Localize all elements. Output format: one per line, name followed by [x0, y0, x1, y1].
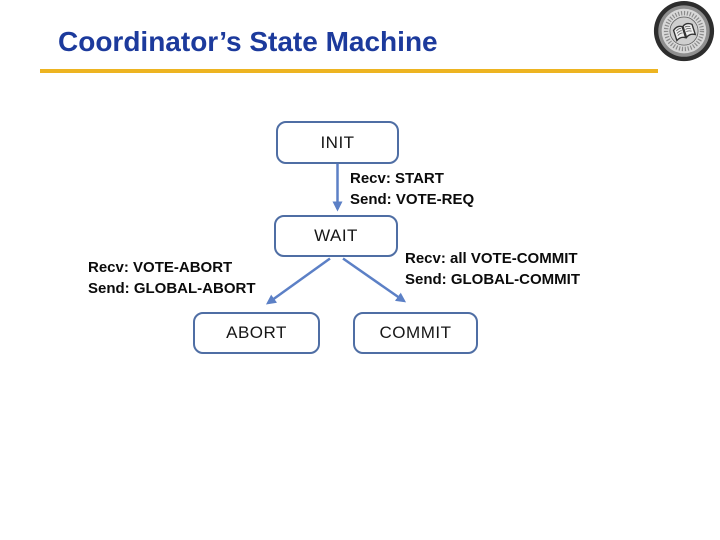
- slide-title: Coordinator’s State Machine: [58, 26, 438, 57]
- open-book-icon: [672, 22, 697, 42]
- recv-line: Recv: all VOTE-COMMIT: [405, 250, 578, 267]
- state-box-init: INIT: [276, 121, 399, 164]
- state-box-abort: ABORT: [193, 312, 320, 354]
- arrow-wait-to-commit: [342, 257, 407, 303]
- arrow-wait-to-abort: [265, 257, 331, 305]
- state-label-commit: COMMIT: [379, 323, 452, 342]
- recv-line: Recv: VOTE-ABORT: [88, 259, 233, 276]
- recv-line: Recv: START: [350, 170, 444, 187]
- send-line: Send: GLOBAL-ABORT: [88, 280, 256, 297]
- university-seal-icon: [653, 0, 715, 62]
- state-label-wait: WAIT: [314, 226, 358, 245]
- state-label-abort: ABORT: [226, 323, 287, 342]
- send-line: Send: VOTE-REQ: [350, 191, 475, 208]
- send-line: Send: GLOBAL-COMMIT: [405, 271, 580, 288]
- title-underline-rule: [40, 69, 658, 73]
- state-box-commit: COMMIT: [353, 312, 478, 354]
- state-label-init: INIT: [320, 132, 355, 152]
- transition-label-wait-abort: Recv: VOTE-ABORT Send: GLOBAL-ABORT: [88, 257, 255, 299]
- state-box-wait: WAIT: [274, 215, 398, 257]
- transition-label-init-wait: Recv: START Send: VOTE-REQ: [350, 168, 474, 210]
- transition-label-wait-commit: Recv: all VOTE-COMMIT Send: GLOBAL-COMMI…: [405, 248, 580, 290]
